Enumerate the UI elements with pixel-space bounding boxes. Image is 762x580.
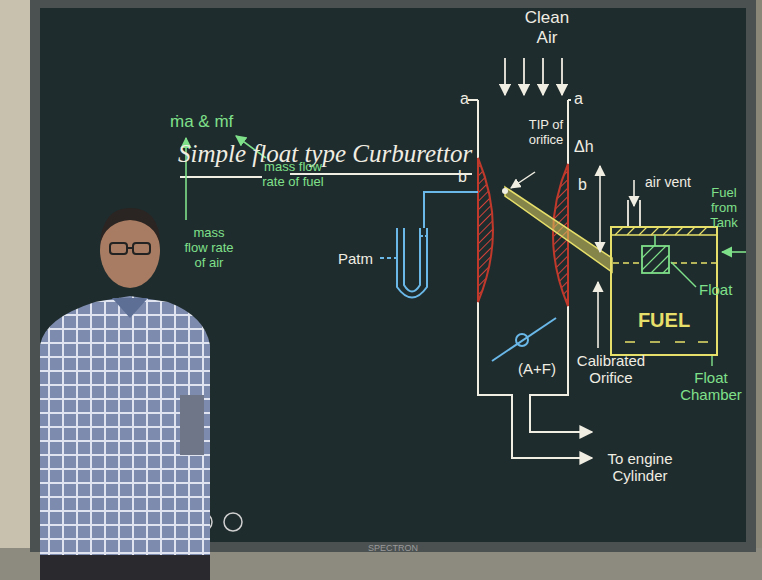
symbol-label: ṁa & ṁf: [170, 112, 233, 132]
section-letter: b: [578, 176, 587, 194]
manometer: [380, 192, 478, 298]
air-inlet-arrows: [523, 58, 525, 95]
venturi-throat: [478, 158, 493, 302]
section-letter: a: [460, 90, 469, 108]
part-label: air vent: [645, 174, 691, 190]
delta-h-arrows: [597, 282, 599, 348]
lecturer: [40, 555, 210, 580]
delta-h-arrows: [598, 166, 600, 348]
manometer: [380, 257, 397, 259]
dimension-label: Δh: [574, 138, 594, 156]
flow-label: (A+F): [518, 360, 556, 377]
float-chamber-parts: [711, 356, 712, 366]
float-chamber-parts: [615, 227, 707, 235]
venturi-tube: [468, 99, 478, 101]
title-underline: [180, 174, 472, 177]
lecturer: [110, 243, 127, 254]
throttle-valve: [492, 318, 556, 361]
part-label: TIP of orifice: [524, 118, 568, 148]
float-chamber-parts: [613, 262, 716, 264]
venturi-tube: [568, 99, 571, 101]
blackboard: [224, 513, 242, 531]
lecturer: [100, 208, 160, 245]
section-letter: a: [574, 90, 583, 108]
air-inlet-arrows: [505, 58, 562, 95]
section-letter: b: [458, 168, 467, 186]
pressure-label: Patm: [338, 250, 373, 267]
float-chamber-parts: [671, 262, 696, 287]
lecturer: [112, 298, 148, 318]
float-chamber-parts: [654, 235, 656, 246]
float-chamber-parts: [642, 246, 669, 273]
float-chamber-parts: [642, 246, 669, 273]
lecturer: [180, 395, 204, 455]
note: mass flow rate of air: [182, 226, 236, 271]
air-inlet-arrows: [504, 58, 506, 95]
throttle-valve: [492, 318, 556, 361]
air-inlet-arrows: [561, 58, 563, 95]
float-chamber-parts: [625, 341, 708, 343]
fuel-nozzle: [502, 172, 612, 272]
lecturer: [133, 243, 150, 254]
fuel-nozzle: [502, 188, 508, 194]
float-chamber-parts: [633, 180, 635, 206]
part-label: Fuel from Tank: [700, 186, 748, 231]
note: mass flow rate of fuel: [262, 160, 324, 190]
outlet-label: To engine Cylinder: [598, 450, 682, 485]
fuel-nozzle: [511, 172, 535, 188]
manometer: [424, 192, 478, 228]
title-underline: [180, 176, 262, 178]
manometer: [420, 235, 427, 237]
fuel-nozzle: [505, 187, 612, 272]
node-text: FUEL: [638, 309, 690, 332]
part-label: Calibrated Orifice: [572, 352, 650, 387]
air-inlet-arrows: [542, 58, 544, 95]
part-label: Float Chamber: [676, 369, 746, 404]
float-chamber-parts: [722, 251, 746, 253]
lecturer: [40, 208, 210, 580]
watermark: SPECTRON: [368, 543, 418, 553]
inlet-label: Clean Air: [515, 8, 579, 47]
manometer: [397, 228, 427, 298]
part-label: Float: [699, 281, 732, 298]
manometer: [404, 228, 420, 292]
venturi-tube: [468, 100, 592, 458]
lecturer: [40, 296, 210, 580]
float-chamber-parts: [611, 227, 717, 235]
title: Simple float type Curburettor: [178, 140, 472, 169]
delta-h-arrows: [599, 166, 601, 252]
lecturer: [127, 247, 133, 249]
